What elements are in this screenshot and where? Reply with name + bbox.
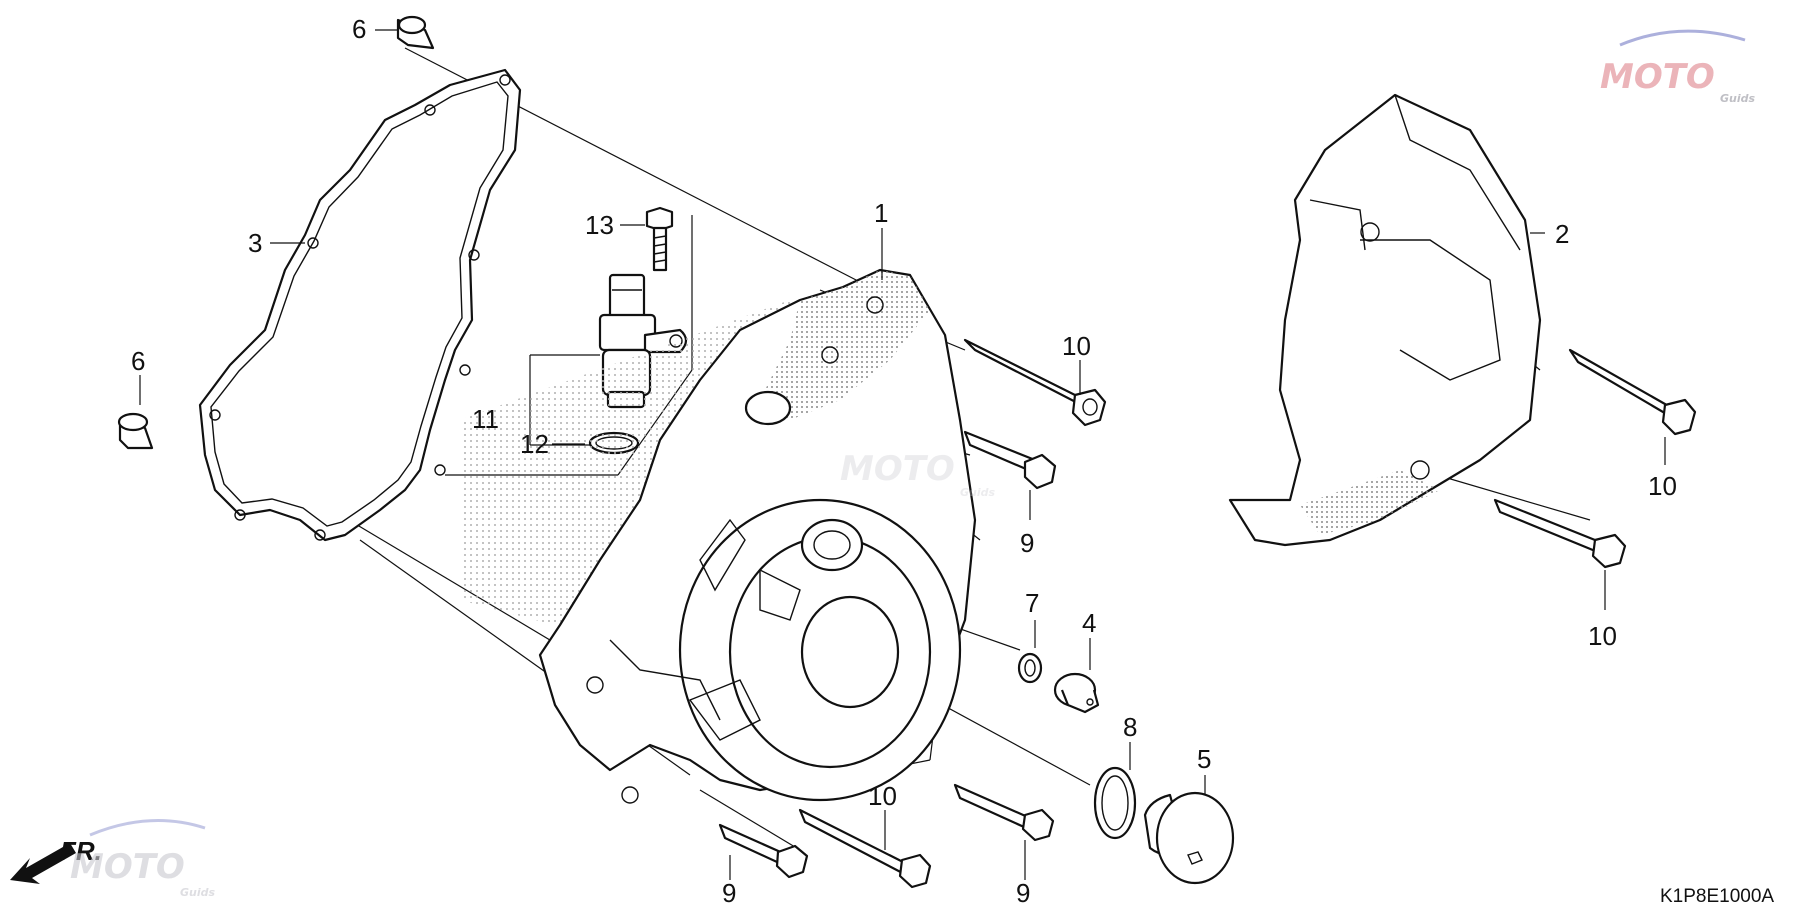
watermark-brand-center: MOTO	[840, 449, 955, 489]
dowel-pin-upper	[396, 15, 435, 50]
timing-hole-cap	[1053, 672, 1100, 714]
watermark-brand-bottom: MOTO	[70, 847, 185, 887]
watermark-brand: MOTO	[1600, 57, 1715, 97]
label-6-top: 6	[352, 14, 366, 44]
flange-bolt-10-right-bottom	[1493, 498, 1627, 569]
label-9-lower-right: 9	[1016, 878, 1030, 908]
drawing-code: K1P8E1000A	[1660, 886, 1774, 907]
watermark-sub: Guids	[1720, 92, 1756, 105]
label-9-lower-left: 9	[722, 878, 736, 908]
label-3: 3	[248, 228, 262, 258]
sprocket-cover	[1228, 93, 1542, 547]
flange-bolt-10-bottom	[798, 808, 932, 889]
label-10-right-bottom: 10	[1588, 621, 1617, 651]
flange-bolt-9-upper	[963, 430, 1057, 490]
watermark-sub-center: Guids	[960, 486, 996, 499]
label-2: 2	[1555, 219, 1569, 249]
label-11: 11	[472, 404, 499, 434]
flange-bolt-10-right-top	[1568, 348, 1697, 436]
dowel-pin-lower	[117, 412, 154, 450]
label-1: 1	[874, 198, 888, 228]
watermark-top-right: MOTO Guids	[1600, 29, 1756, 105]
label-10-top: 10	[1062, 331, 1091, 361]
flange-bolt-9-lower-right	[953, 783, 1055, 842]
label-8: 8	[1123, 712, 1137, 742]
watermark-center: MOTO Guids	[840, 449, 996, 499]
label-13: 13	[585, 210, 614, 240]
part-number-labels: 6 3 6 13 11 12 1 2 10 9 7 4 8 5 10 10 10…	[131, 14, 1677, 908]
label-leader-lines	[139, 29, 1666, 880]
label-10-right-top: 10	[1648, 471, 1677, 501]
sensor-bolt	[645, 206, 674, 272]
label-9-upper: 9	[1020, 528, 1034, 558]
left-crankcase-cover	[460, 268, 977, 804]
gasket	[198, 68, 522, 542]
crankshaft-hole-o-ring	[1093, 766, 1137, 840]
flange-bolt-9-lower-left	[718, 823, 809, 879]
label-7: 7	[1025, 588, 1039, 618]
sealing-washer	[1017, 652, 1043, 684]
label-10-bottom: 10	[868, 781, 897, 811]
flange-bolt-10-top	[963, 338, 1107, 427]
front-arrow-icon	[10, 843, 76, 884]
label-4: 4	[1082, 608, 1096, 638]
front-label: FR.	[60, 836, 102, 866]
front-direction-indicator: FR.	[10, 836, 102, 884]
watermark-sub-bottom: Guids	[180, 886, 216, 899]
label-6-left: 6	[131, 346, 145, 376]
label-12: 12	[520, 429, 549, 459]
label-5: 5	[1197, 744, 1211, 774]
watermark-bottom-left: MOTO Guids	[70, 819, 216, 899]
crankshaft-hole-cap	[1143, 791, 1235, 885]
